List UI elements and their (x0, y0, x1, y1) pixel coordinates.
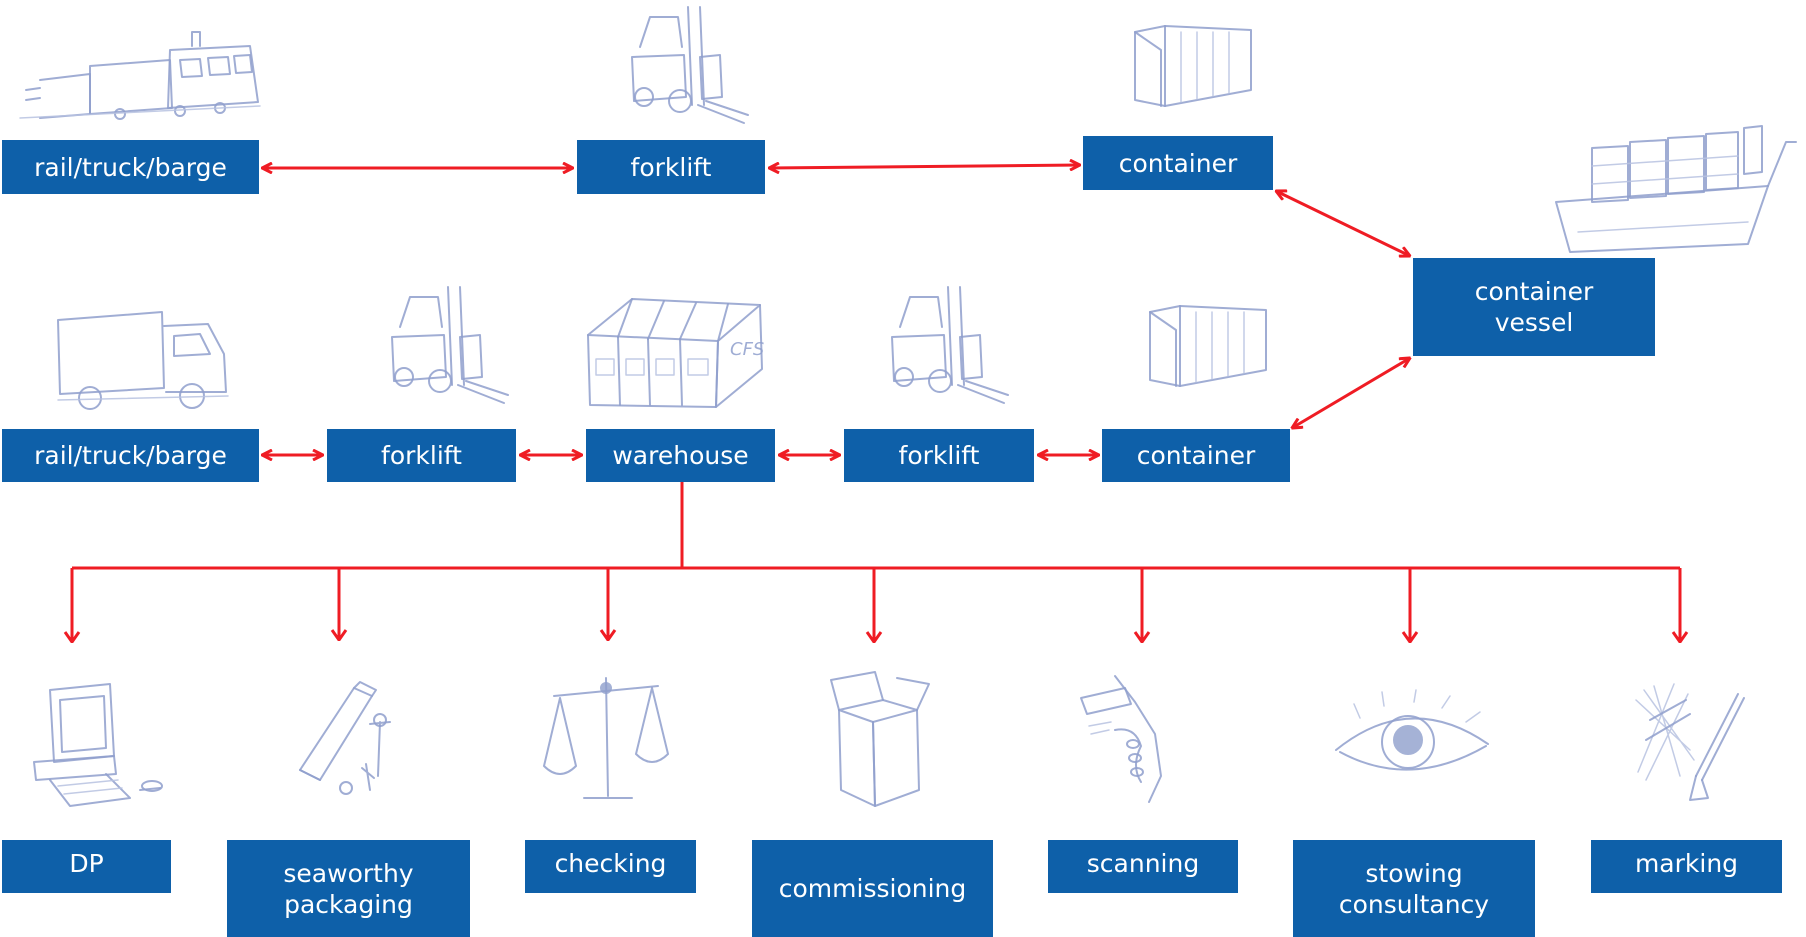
arrow-container-vessel-mid (1292, 358, 1410, 428)
service-label-checking: checking (554, 849, 667, 878)
service-box-stowing-consultancy: stowing consultancy (1293, 840, 1535, 937)
rail-truck-barge-label: rail/truck/barge (34, 441, 227, 470)
ship-icon (1555, 125, 1797, 253)
warehouse-box: warehouse (586, 429, 775, 482)
service-box-checking: checking (525, 840, 696, 893)
computer-icon (33, 683, 163, 807)
rail-truck-barge-box-top: rail/truck/barge (2, 140, 259, 194)
container-vessel-label-line1: container (1474, 277, 1594, 306)
rail-truck-barge-box-mid: rail/truck/barge (2, 429, 259, 482)
service-box-marking: marking (1591, 840, 1782, 893)
rail-truck-barge-label: rail/truck/barge (34, 152, 227, 182)
warehouse-label: warehouse (612, 441, 749, 470)
arrow-forklift-container-top (769, 165, 1080, 168)
container-icon (1149, 305, 1267, 387)
box-icon (830, 671, 930, 807)
arrow-container-vessel-top (1276, 191, 1410, 256)
warehouse-icon: CFS (587, 298, 764, 408)
service-label-seaworthy-line1: seaworthy (283, 858, 414, 888)
service-label-dp: DP (69, 849, 104, 878)
forklift-label: forklift (381, 441, 462, 470)
container-vessel-label-line2: vessel (1494, 308, 1574, 337)
container-box-mid: container (1102, 429, 1290, 482)
service-label-marking: marking (1634, 849, 1739, 878)
service-label-stowing-line1: stowing (1365, 858, 1463, 888)
train-icon (19, 31, 261, 120)
stapler-icon (299, 681, 391, 795)
container-box-top: container (1083, 136, 1273, 190)
container-label: container (1118, 148, 1238, 178)
service-label-commissioning: commissioning (778, 874, 967, 903)
container-icon (1134, 25, 1252, 107)
forklift-box-mid-left: forklift (327, 429, 516, 482)
forklift-icon (891, 286, 1009, 404)
scales-icon (543, 677, 669, 799)
service-box-commissioning: commissioning (752, 840, 993, 937)
container-label: container (1136, 441, 1256, 470)
service-box-scanning: scanning (1048, 840, 1238, 893)
service-label-seaworthy-line2: packaging (284, 889, 413, 919)
paint-brush-icon (1635, 683, 1745, 801)
forklift-box-top: forklift (577, 140, 765, 194)
container-vessel-box: container vessel (1413, 258, 1655, 356)
forklift-box-mid-right: forklift (844, 429, 1034, 482)
eye-icon (1335, 689, 1489, 771)
hand-scanner-icon (1080, 675, 1162, 803)
warehouse-sign: CFS (730, 339, 764, 360)
service-label-stowing-line2: consultancy (1338, 889, 1490, 919)
forklift-icon (631, 6, 749, 124)
truck-icon (57, 311, 229, 410)
service-box-dp: DP (2, 840, 171, 893)
service-label-scanning: scanning (1086, 849, 1200, 878)
forklift-label: forklift (630, 152, 712, 182)
forklift-label: forklift (898, 441, 980, 470)
forklift-icon (391, 286, 509, 404)
service-box-seaworthy-packaging: seaworthy packaging (227, 840, 470, 937)
